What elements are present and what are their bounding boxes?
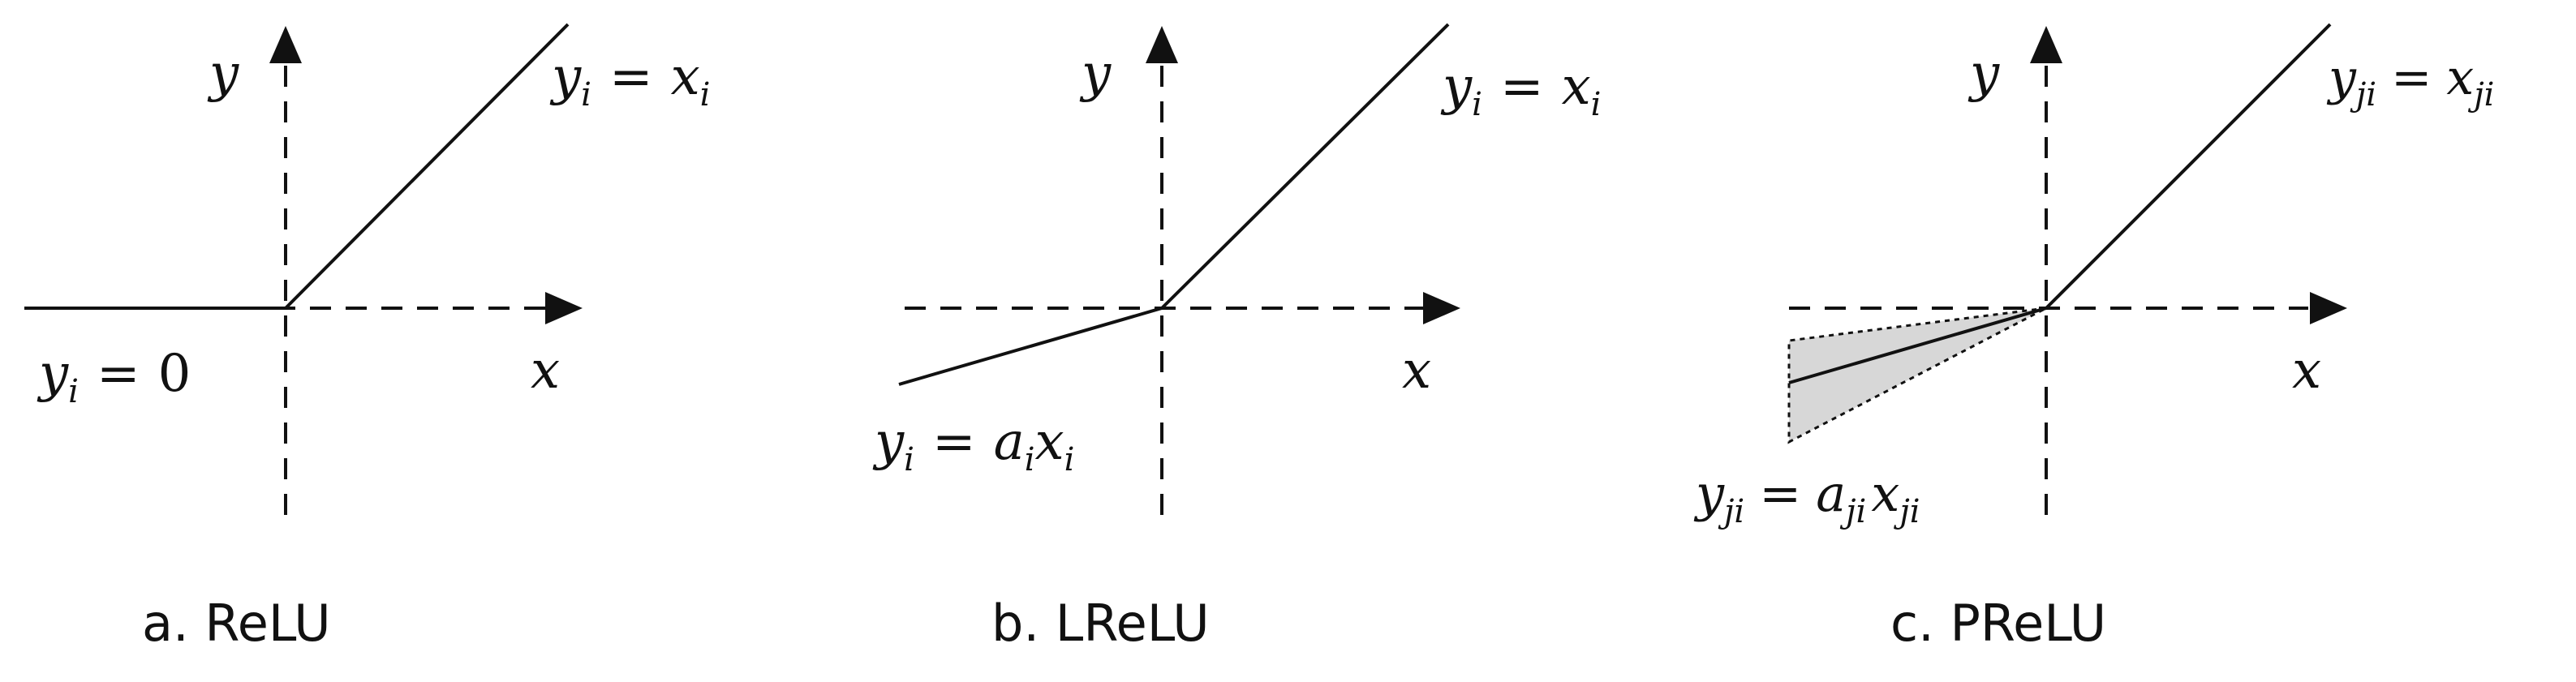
panel-caption: c. PReLU (1890, 594, 2106, 653)
panel-caption: a. ReLU (142, 594, 331, 653)
x-axis-label: x (531, 341, 560, 401)
positive-branch-line (284, 23, 570, 310)
negative-equation: yi=aixi (872, 412, 1074, 478)
learned-slope-region (1787, 307, 2047, 444)
panel-lrelu: y x yi=xi yi=aixi b. LReLU (872, 23, 1601, 653)
positive-equation: yi=xi (549, 47, 710, 114)
positive-equation: yi=xi (1440, 57, 1601, 123)
x-axis-arrowhead (1423, 292, 1460, 324)
positive-branch-line (2045, 23, 2332, 310)
panel-prelu: y x yji=xji yji=ajixji c. PReLU (1693, 23, 2494, 653)
y-axis-arrowhead (2030, 26, 2062, 63)
y-axis-arrowhead (1146, 26, 1178, 63)
positive-branch-line (1160, 23, 1450, 310)
negative-equation: yi=0 (37, 344, 191, 410)
x-axis-label: x (1402, 341, 1431, 401)
y-axis-label: y (1967, 44, 2000, 104)
negative-branch-line (1788, 307, 2047, 384)
negative-branch-line (898, 307, 1163, 386)
y-axis-label: y (1079, 44, 1112, 104)
x-axis-arrowhead (545, 292, 583, 324)
positive-equation: yji=xji (2326, 49, 2494, 114)
panel-caption: b. LReLU (991, 594, 1210, 653)
panel-relu: y x yi=xi yi=0 a. ReLU (24, 23, 710, 653)
x-axis-arrowhead (2310, 292, 2347, 324)
y-axis-arrowhead (269, 26, 302, 63)
negative-equation: yji=ajixji (1693, 464, 1920, 530)
y-axis-label: y (207, 44, 239, 104)
x-axis-label: x (2292, 341, 2321, 401)
